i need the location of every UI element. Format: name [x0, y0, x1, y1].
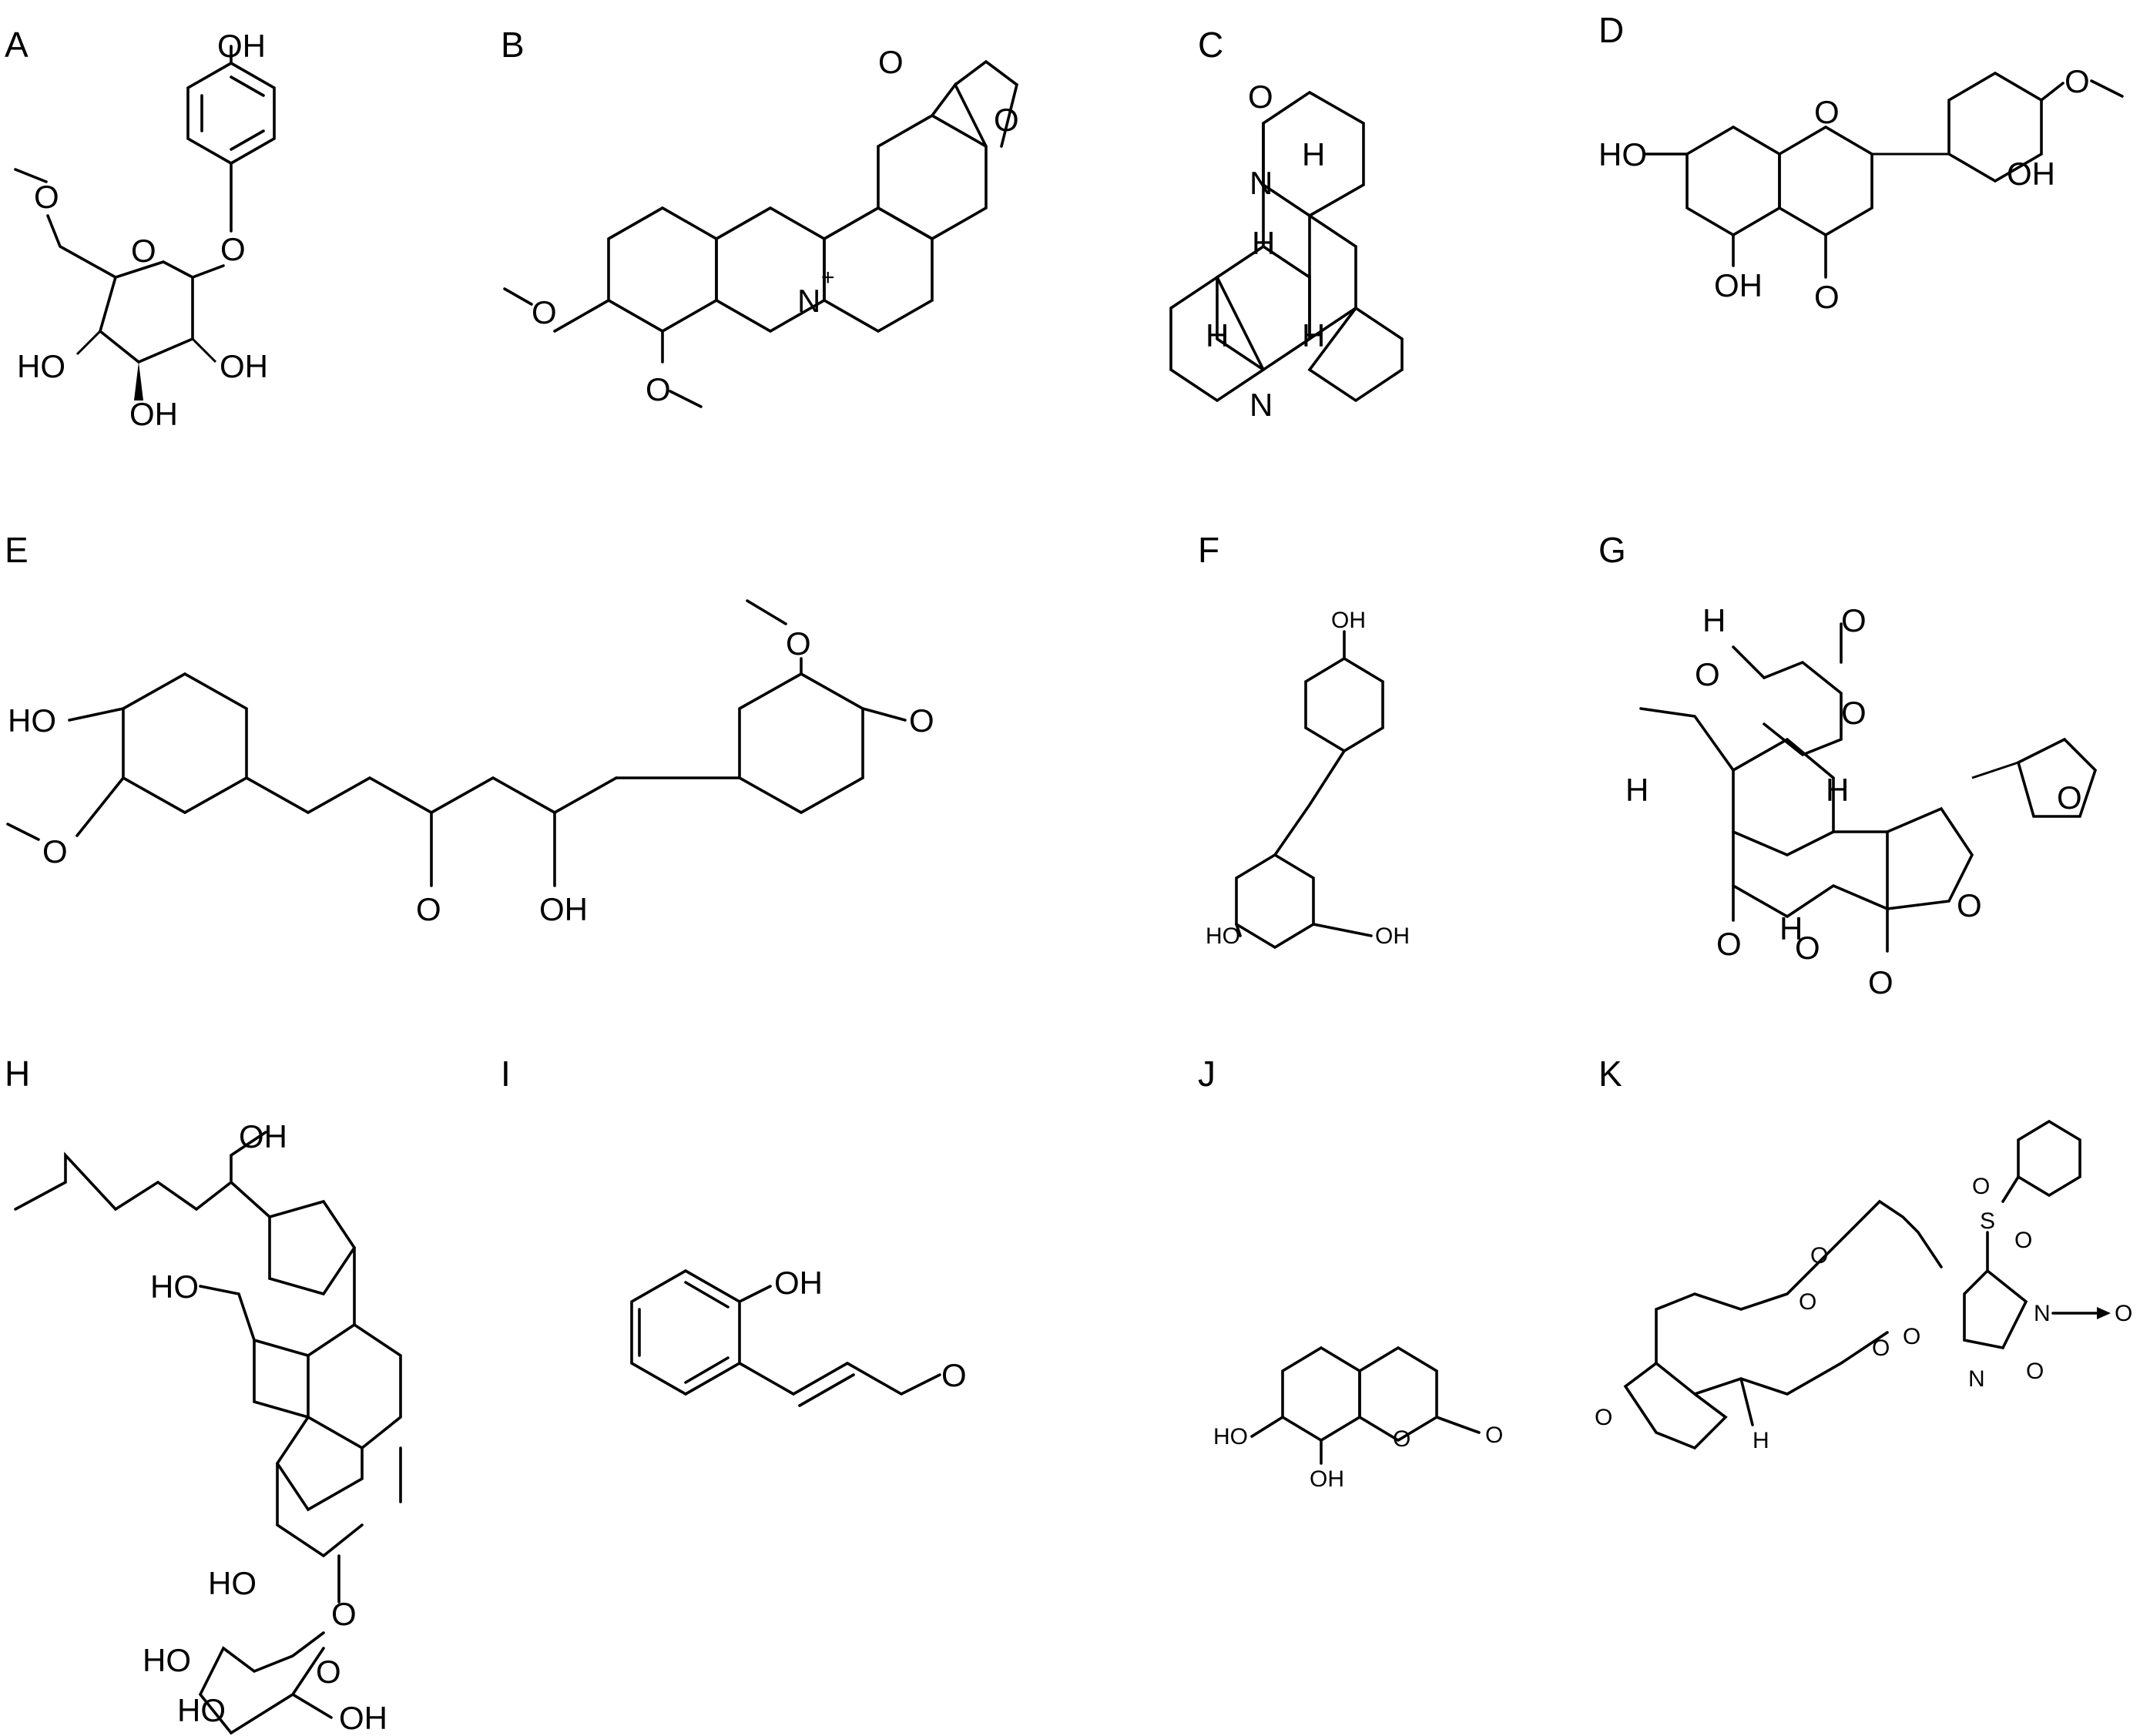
label-o-ketone: O	[1716, 926, 1742, 962]
label-oh-right: O	[909, 702, 934, 739]
label-ho-ring: HO	[150, 1268, 199, 1305]
label-n-furazan: N	[1968, 1366, 1985, 1392]
label-o-carbonyl: O	[1485, 1423, 1503, 1448]
label-n-amide: N	[1249, 165, 1273, 201]
label-oh-meta-right: OH	[1375, 923, 1410, 949]
label-oh-3prime: OH	[2007, 156, 2055, 192]
panel-letter-e: E	[5, 530, 29, 570]
label-o-aldehyde: O	[941, 1357, 967, 1393]
label-o-ketone: O	[1814, 279, 1840, 315]
label-oh: OH	[774, 1265, 823, 1301]
label-o-glycosidic: O	[331, 1596, 357, 1632]
label-o-sulfonyl-1: O	[1972, 1174, 1990, 1199]
panel-letter-f: F	[1198, 530, 1219, 570]
label-o-ether: O	[1903, 1324, 1920, 1349]
label-o-methoxy: O	[2065, 63, 2090, 99]
label-o-methoxy-1: O	[532, 294, 557, 330]
label-o-lactone-2: O	[1957, 887, 1982, 923]
label-o-ring: O	[131, 233, 156, 269]
label-n-plus: N	[797, 283, 820, 319]
label-s: S	[1980, 1208, 1995, 1234]
panel-g-structure: G H O O O H H O O O H O O	[1598, 530, 2098, 1000]
label-ho-sugar-1: HO	[208, 1565, 257, 1601]
label-o-furazan: O	[2026, 1359, 2044, 1384]
label-o-carbonyl: O	[1248, 79, 1273, 115]
panel-i-structure: I OH O	[501, 1054, 967, 1407]
panel-b-structure: B O O O O N +	[501, 25, 1019, 408]
label-o-methoxy-left: O	[42, 833, 68, 870]
label-oh-8: OH	[1310, 1466, 1344, 1492]
label-o-noxide: O	[2115, 1301, 2132, 1326]
label-ho-sugar-3: HO	[177, 1692, 226, 1728]
panel-letter-i: I	[501, 1054, 511, 1094]
label-h-4: H	[1302, 317, 1325, 354]
label-o-ring: O	[1393, 1426, 1410, 1452]
label-oh-sugar-4: OH	[339, 1700, 387, 1736]
label-o-methoxy: O	[34, 179, 59, 215]
panel-k-structure: K O S O N O O N O O O O O H	[1595, 1054, 2132, 1453]
label-o-methoxy-2: O	[646, 371, 671, 407]
panel-letter-j: J	[1198, 1054, 1216, 1094]
label-h-4: O	[1795, 930, 1820, 966]
panel-h-structure: H OH HO O HO O HO HO OH	[5, 1054, 402, 1736]
label-o-epoxide: H	[1779, 910, 1803, 947]
label-o-sulfonyl-2: O	[2014, 1228, 2032, 1253]
panel-letter-a: A	[5, 25, 29, 65]
panel-letter-g: G	[1598, 530, 1626, 570]
label-o-furan: O	[2057, 779, 2082, 816]
label-o-ring: O	[1814, 94, 1840, 130]
label-ho-left: HO	[8, 702, 56, 739]
label-ho-sugar-2: HO	[143, 1642, 191, 1678]
label-o-lactone-carbonyl: O	[1841, 602, 1867, 638]
label-o-dioxole-2: O	[994, 102, 1019, 138]
panel-f-structure: F OH HO OH	[1198, 530, 1410, 950]
label-h-1: H	[1302, 136, 1325, 173]
panel-letter-d: D	[1598, 10, 1624, 50]
label-o-epoxide-1: O	[1810, 1243, 1828, 1268]
label-o-ketone-2: OH	[539, 891, 588, 927]
panel-letter-b: B	[501, 25, 525, 65]
panel-letter-h: H	[5, 1054, 30, 1094]
label-charge-plus: +	[821, 265, 835, 290]
label-oh-right: OH	[220, 348, 268, 384]
label-o-lactone-carbonyl: O	[1595, 1405, 1612, 1430]
label-oh-bottom: OH	[129, 396, 178, 432]
label-o-dioxole-1: O	[878, 44, 904, 80]
label-oh-para: OH	[1331, 608, 1366, 633]
label-ho-7: HO	[1213, 1424, 1248, 1449]
panel-c-structure: C O N N H H H H	[1169, 25, 1404, 423]
label-o-epoxide-2: O	[1799, 1289, 1816, 1315]
label-h-2: H	[1625, 772, 1649, 808]
panel-letter-k: K	[1598, 1054, 1622, 1094]
panel-letter-c: C	[1198, 25, 1223, 65]
label-h: H	[1753, 1428, 1769, 1453]
label-h-1: H	[1702, 602, 1726, 638]
label-oh-5: OH	[1714, 267, 1763, 303]
label-o-sugar-ring: O	[316, 1654, 341, 1690]
label-o-lactone: O	[1841, 695, 1867, 731]
panel-e-structure: E HO O O OH O O	[5, 530, 934, 927]
panel-j-structure: J HO OH O O	[1198, 1054, 1503, 1492]
label-oh-phenol: OH	[217, 28, 266, 64]
label-ho-left: HO	[17, 348, 65, 384]
panel-a-structure: A OH O O O HO OH OH	[5, 25, 276, 432]
label-h-2: H	[1252, 225, 1275, 261]
label-ho-meta-left: HO	[1206, 923, 1240, 949]
label-h-3: H	[1826, 772, 1849, 808]
label-ho-7: HO	[1598, 136, 1647, 173]
label-oh-side-chain: OH	[239, 1118, 287, 1155]
label-o-furan-ring: O	[1695, 656, 1720, 692]
label-o-epoxide-3: O	[1872, 1336, 1890, 1361]
label-n-amine: N	[1249, 387, 1273, 423]
panel-d-structure: D HO O O OH OH O	[1598, 10, 2124, 315]
label-o-ketone-1: O	[416, 891, 441, 927]
label-h-3: H	[1206, 317, 1229, 354]
label-n-oxide: N	[2034, 1301, 2051, 1326]
label-o-methoxy-right: O	[786, 625, 811, 662]
label-o-glycosidic: O	[220, 231, 246, 267]
label-o-carbonyl-bottom: O	[1868, 964, 1893, 1000]
